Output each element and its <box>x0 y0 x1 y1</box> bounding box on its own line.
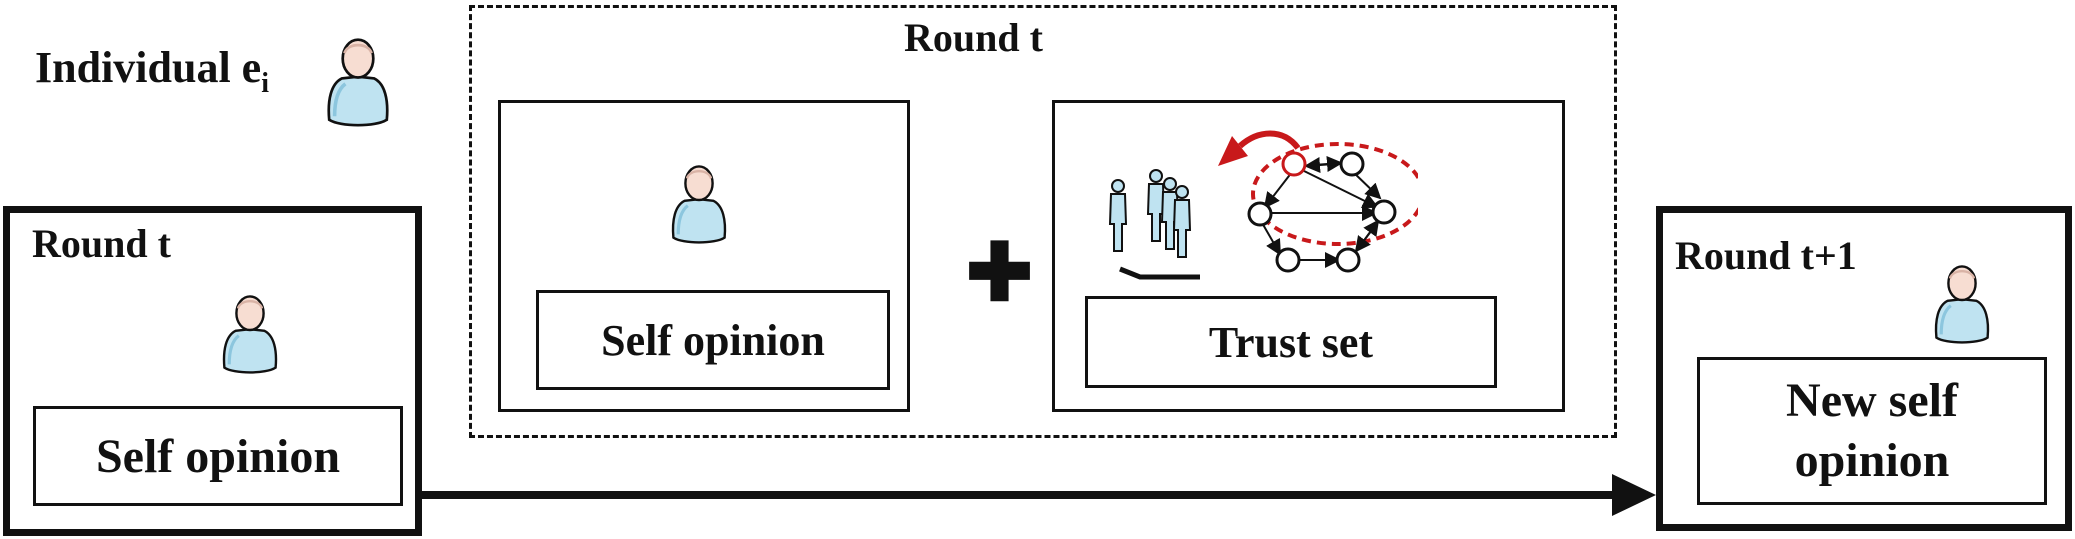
plus-icon: ✚ <box>966 230 1034 318</box>
right-round-label: Round t+1 <box>1675 233 1857 278</box>
left-self-opinion-box: Self opinion <box>33 406 403 506</box>
person-icon <box>1934 264 1990 344</box>
legend-text: Individual e <box>35 43 262 92</box>
round-t-group <box>469 5 1617 438</box>
arrow-icon <box>420 474 1656 516</box>
trust-network-icon <box>1218 130 1418 273</box>
middle-round-label: Round t <box>904 15 1043 60</box>
new-self-opinion-box: New self opinion <box>1697 357 2047 505</box>
left-round-label: Round t <box>32 221 171 266</box>
self-opinion-box: Self opinion <box>536 290 890 390</box>
crowd-icon <box>1109 169 1200 280</box>
person-icon <box>222 294 278 374</box>
individual-icon <box>326 37 390 128</box>
person-icon <box>671 164 727 244</box>
legend-label: Individual ei <box>35 42 269 100</box>
trust-set-box: Trust set <box>1085 296 1497 388</box>
legend-subscript: i <box>261 67 269 99</box>
